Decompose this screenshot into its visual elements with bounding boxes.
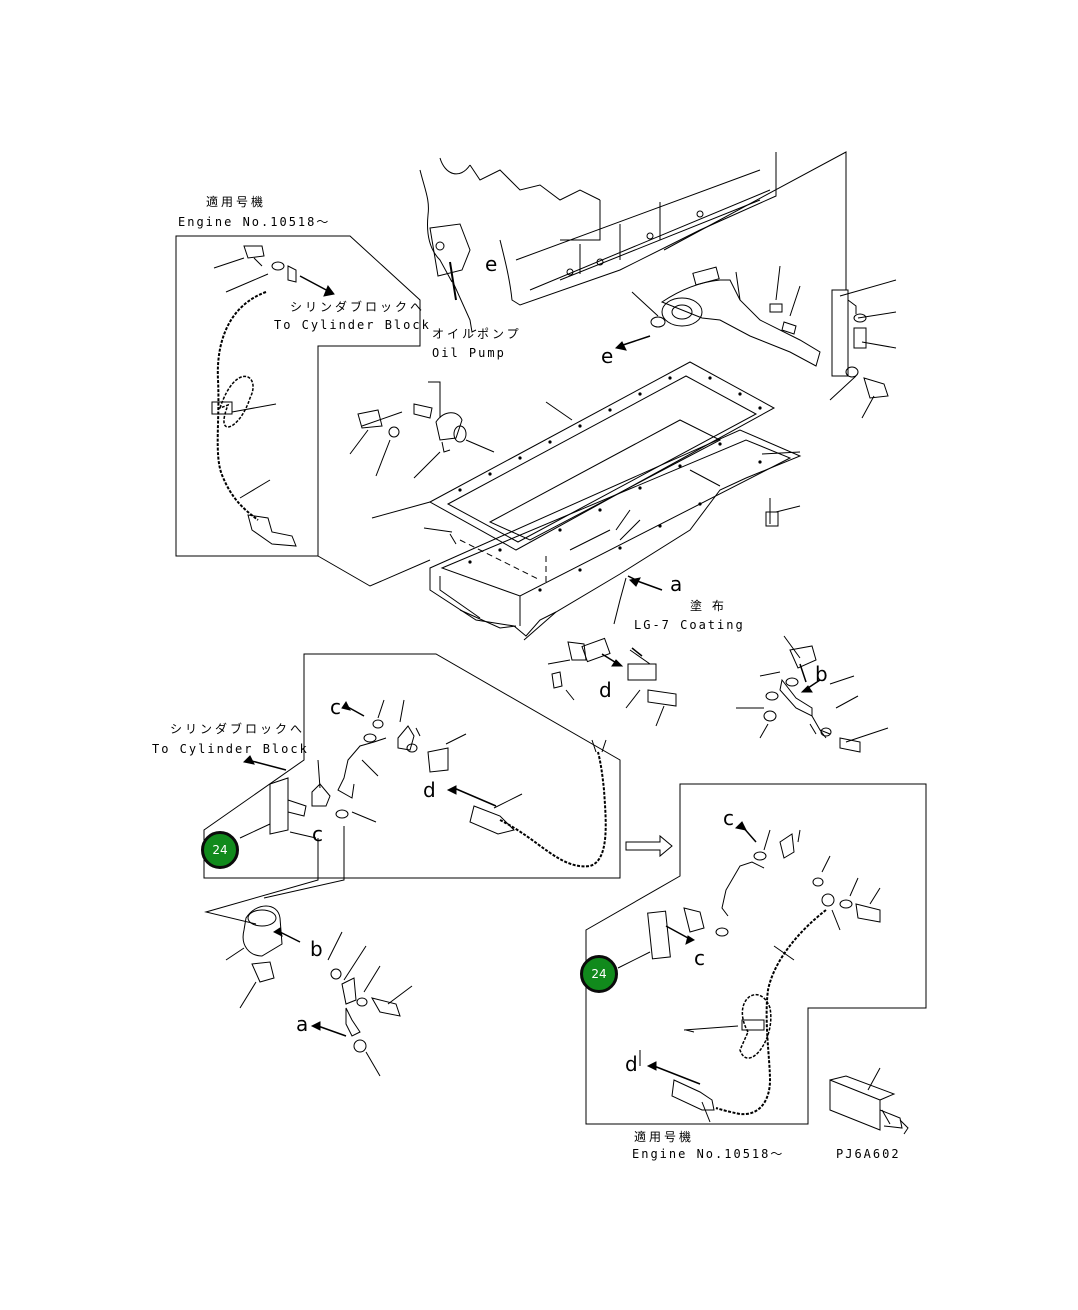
sensor-detail: [830, 1076, 894, 1130]
ref-letter-b-bottom: b: [310, 937, 323, 961]
inset-clip: [212, 402, 232, 414]
engine-block-outline: [420, 152, 776, 305]
oil-pump-jp: オイルポンプ: [432, 327, 522, 341]
oil-pan-gasket-top: [430, 362, 774, 550]
inset-sensor-body: [248, 515, 296, 546]
drawing-code: PJ6A602: [836, 1147, 901, 1161]
ref-letter-c-mid-low: c: [312, 822, 323, 846]
ref-letter-c-br-mid: c: [694, 946, 705, 970]
to-cylinder-jp-top: シリンダブロックへ: [290, 300, 426, 314]
inset-sensor-wire: [218, 292, 266, 520]
applicable-label-bottom: 適用号機: [634, 1130, 695, 1144]
engine-no-label-top: Engine No.10518～: [178, 215, 331, 229]
ref-letter-e-top: e: [485, 252, 498, 276]
br-cable-loop: [740, 995, 771, 1058]
ref-letter-b-right: b: [815, 662, 828, 686]
oil-pump-en: Oil Pump: [432, 346, 506, 360]
strainer-flange: [436, 413, 462, 440]
coating-en: LG-7 Coating: [634, 618, 745, 632]
inset-bolt: [244, 246, 264, 266]
ref-letter-d-br: d: [625, 1052, 638, 1076]
applicable-label-top: 適用号機: [206, 195, 267, 209]
inset-frame-bottom-right: [586, 784, 926, 1124]
to-cylinder-en-mid: To Cylinder Block: [152, 742, 309, 756]
inset-wire-loop: [220, 376, 253, 427]
suction-pipe: [662, 280, 820, 366]
ref-letter-d-mid: d: [423, 778, 436, 802]
suction-flange: [662, 298, 702, 326]
mid-cable: [500, 752, 606, 866]
inset-frame-middle: [204, 654, 620, 878]
coating-jp: 塗 布: [690, 599, 727, 613]
engine-no-label-bottom: Engine No.10518～: [632, 1147, 785, 1161]
inset-frame-top-left: [176, 236, 420, 556]
to-cylinder-en-top: To Cylinder Block: [274, 318, 431, 332]
ref-letter-a-bottom: a: [296, 1012, 309, 1036]
ref-letter-c-mid: c: [330, 695, 341, 719]
part-24-badge-middle[interactable]: 24: [201, 831, 239, 869]
pipe-bracket: [832, 290, 848, 376]
sensor-mount: [243, 906, 282, 956]
gasket-holes: [458, 376, 762, 592]
ref-letter-d-top: d: [599, 678, 612, 702]
oil-pan-body: [430, 430, 800, 636]
ref-letter-a-top: a: [670, 572, 683, 596]
br-cable: [716, 910, 826, 1114]
part-24-badge-bottom[interactable]: 24: [580, 955, 618, 993]
ref-letter-e-mid: e: [601, 344, 614, 368]
to-cylinder-jp-mid: シリンダブロックへ: [170, 722, 306, 736]
ref-letter-c-br-top: c: [723, 806, 734, 830]
